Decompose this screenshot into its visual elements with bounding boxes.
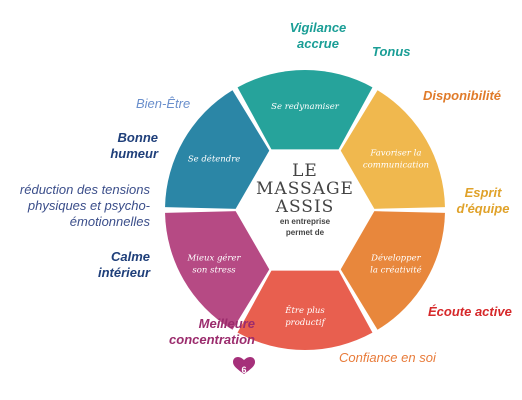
segment-favoriser-communication-label-line1: Favoriser la bbox=[369, 149, 421, 159]
heart-icon bbox=[233, 357, 255, 374]
label-disponibilite-text: Disponibilité bbox=[423, 88, 501, 103]
label-disponibilite: Disponibilité bbox=[423, 88, 501, 104]
segment-se-detendre-label-line1: Se détendre bbox=[188, 154, 240, 165]
label-calme-text: Calme intérieur bbox=[97, 249, 150, 280]
label-bonne-humeur: Bonne humeur bbox=[100, 130, 158, 162]
segment-etre-plus-productif bbox=[237, 269, 373, 350]
label-bienetre-text: Bien-Être bbox=[136, 96, 191, 111]
label-confiance-text: Confiance en soi bbox=[339, 350, 436, 365]
segment-mieux-gerer-stress bbox=[165, 211, 270, 330]
center-title-line2: MASSAGE bbox=[256, 179, 354, 199]
segment-se-redynamiser bbox=[237, 70, 373, 151]
label-vigilance-text: Vigilance accrue bbox=[289, 20, 347, 51]
segment-etre-plus-productif-label-line2: productif bbox=[285, 318, 326, 328]
label-esprit-equipe: Esprit d'équipe bbox=[452, 185, 514, 217]
page-number: 6 bbox=[241, 365, 247, 375]
segment-favoriser-communication-label-line2: communication bbox=[363, 161, 429, 171]
label-humeur-text: Bonne humeur bbox=[110, 130, 158, 161]
label-bien-etre: Bien-Être bbox=[136, 96, 190, 112]
label-meilleure-concentration: Meilleure concentration bbox=[120, 316, 255, 348]
label-vigilance-accrue: Vigilance accrue bbox=[283, 20, 353, 52]
segment-se-redynamiser-label-line1: Se redynamiser bbox=[271, 102, 340, 112]
center-title-line3: ASSIS bbox=[275, 197, 335, 217]
segment-favoriser-communication bbox=[340, 90, 445, 209]
label-tonus-text: Tonus bbox=[372, 44, 411, 59]
segment-developper-creativite-label-line1: Développer bbox=[370, 253, 421, 264]
segment-developper-creativite-label-line2: la créativité bbox=[370, 265, 422, 276]
label-ecoute-text: Écoute active bbox=[428, 304, 512, 319]
segment-se-detendre bbox=[165, 90, 270, 209]
center-hexagon bbox=[235, 149, 375, 271]
segment-etre-plus-productif-label-line1: Être plus bbox=[284, 304, 325, 316]
center-title-line1: LE bbox=[292, 161, 318, 181]
label-reduction-text: réduction des tensions physiques et psyc… bbox=[19, 182, 150, 229]
label-tonus: Tonus bbox=[372, 44, 411, 60]
segment-mieux-gerer-stress-label-line2: son stress bbox=[192, 266, 236, 276]
label-confiance-en-soi: Confiance en soi bbox=[339, 350, 436, 366]
center-subtitle-line1: en entreprise bbox=[280, 217, 331, 226]
label-ecoute-active: Écoute active bbox=[428, 304, 512, 320]
label-reduction-tensions: réduction des tensions physiques et psyc… bbox=[0, 182, 150, 230]
label-esprit-text: Esprit d'équipe bbox=[456, 185, 510, 216]
label-concentration-text: Meilleure concentration bbox=[169, 316, 255, 347]
segment-mieux-gerer-stress-label-line1: Mieux gérer bbox=[187, 253, 242, 264]
segment-developper-creativite bbox=[340, 211, 445, 330]
label-calme-interieur: Calme intérieur bbox=[60, 249, 150, 281]
center-subtitle-line2: permet de bbox=[286, 228, 325, 237]
